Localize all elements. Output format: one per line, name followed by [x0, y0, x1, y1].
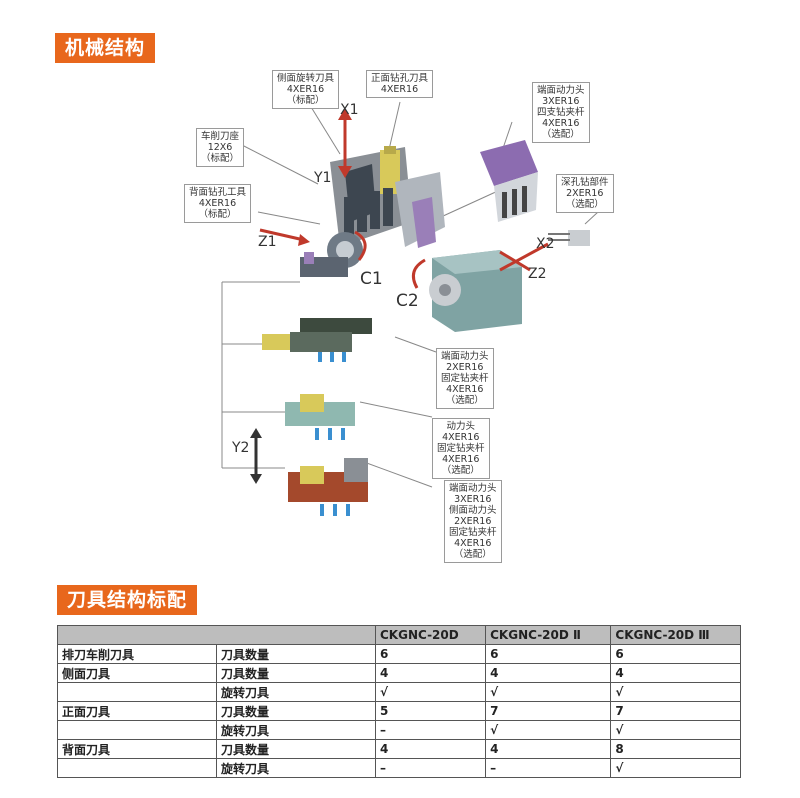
row-value-cell: √: [485, 720, 612, 740]
row-value-cell: 4: [485, 663, 612, 683]
axis-z1-label: Z1: [258, 234, 277, 250]
structure-section-title: 机械结构: [55, 33, 156, 63]
row-value-cell: √: [485, 682, 612, 702]
row-group-cell: 正面刀具: [57, 701, 217, 721]
row-value-cell: 6: [374, 644, 487, 664]
row-value-cell: √: [610, 682, 741, 702]
row-item-cell: 刀具数量: [216, 663, 376, 683]
option-1-assembly: [262, 318, 372, 362]
table-header-row: CKGNC-20D CKGNC-20D Ⅱ CKGNC-20D Ⅲ: [57, 625, 741, 645]
axis-y2-label: Y2: [231, 440, 249, 456]
row-item-cell: 刀具数量: [216, 644, 376, 664]
table-row: 旋转刀具––√: [57, 758, 741, 778]
row-item-cell: 旋转刀具: [216, 720, 376, 740]
row-group-cell: [57, 682, 217, 702]
row-value-cell: 8: [610, 739, 741, 759]
row-value-cell: 5: [374, 701, 487, 721]
row-group-cell: 背面刀具: [57, 739, 217, 759]
row-item-cell: 旋转刀具: [216, 758, 376, 778]
tooling-section-title: 刀具结构标配: [57, 585, 198, 615]
row-item-cell: 旋转刀具: [216, 682, 376, 702]
row-value-cell: –: [374, 720, 487, 740]
row-value-cell: 6: [610, 644, 741, 664]
tooling-spec-table: CKGNC-20D CKGNC-20D Ⅱ CKGNC-20D Ⅲ 排刀车削刀具…: [57, 625, 741, 778]
axis-x1-label: X1: [340, 102, 359, 118]
row-value-cell: 4: [610, 663, 741, 683]
table-header-blank: [57, 625, 376, 645]
option-2-assembly: [285, 394, 355, 440]
row-group-cell: 侧面刀具: [57, 663, 217, 683]
row-value-cell: –: [374, 758, 487, 778]
row-value-cell: 4: [374, 739, 487, 759]
row-value-cell: 4: [374, 663, 487, 683]
deep-hole-unit: [548, 230, 590, 246]
row-item-cell: 刀具数量: [216, 739, 376, 759]
row-value-cell: 6: [485, 644, 612, 664]
row-item-cell: 刀具数量: [216, 701, 376, 721]
row-value-cell: 7: [610, 701, 741, 721]
sub-spindle: [429, 250, 522, 332]
row-value-cell: 7: [485, 701, 612, 721]
main-turret: [300, 146, 445, 277]
table-row: 旋转刀具√√√: [57, 682, 741, 702]
motion-arrows: [250, 108, 549, 484]
machine-illustration: X1 Y1 Z1 C1 C2 X2 Z2 Y2: [221, 101, 599, 516]
row-group-cell: [57, 758, 217, 778]
end-power-head: [480, 140, 538, 222]
table-header-model-1: CKGNC-20D: [374, 625, 487, 645]
row-value-cell: √: [610, 720, 741, 740]
axis-c1-label: C1: [360, 269, 383, 289]
axis-x2-label: X2: [536, 236, 555, 252]
table-header-model-3: CKGNC-20D Ⅲ: [610, 625, 741, 645]
row-value-cell: 4: [485, 739, 612, 759]
axis-z2-label: Z2: [528, 266, 547, 282]
axis-c2-label: C2: [396, 291, 419, 311]
row-value-cell: –: [485, 758, 612, 778]
row-value-cell: √: [374, 682, 487, 702]
table-row: 旋转刀具–√√: [57, 720, 741, 740]
option-3-assembly: [288, 458, 368, 516]
row-group-cell: 排刀车削刀具: [57, 644, 217, 664]
row-value-cell: √: [610, 758, 741, 778]
axis-y1-label: Y1: [313, 170, 331, 186]
row-group-cell: [57, 720, 217, 740]
table-header-model-2: CKGNC-20D Ⅱ: [485, 625, 612, 645]
